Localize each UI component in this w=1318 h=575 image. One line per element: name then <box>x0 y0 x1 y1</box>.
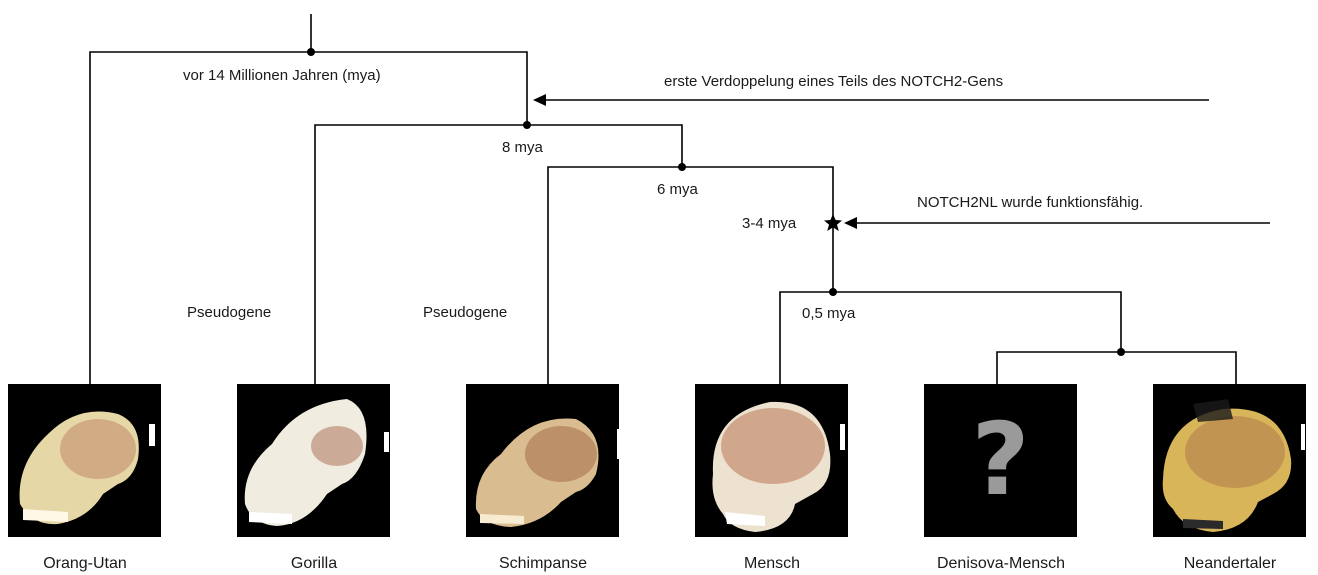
species-name-denisova: Denisova-Mensch <box>901 555 1101 573</box>
node-05mya <box>829 288 837 296</box>
species-name-gorilla: Gorilla <box>214 555 414 573</box>
time-label-6mya: 6 mya <box>657 181 698 199</box>
denisova-panel: ? <box>924 384 1077 537</box>
human-skull-icon <box>695 384 848 537</box>
functional-arrowhead <box>844 217 857 229</box>
node-archaic <box>1117 348 1125 356</box>
species-name-neanderthal: Neandertaler <box>1130 555 1318 573</box>
time-label-3-4mya: 3-4 mya <box>742 215 796 233</box>
chimpanzee-skull-icon <box>466 384 619 537</box>
time-label-root: vor 14 Millionen Jahren (mya) <box>183 67 381 85</box>
archaic-branch <box>997 352 1236 384</box>
orangutan-skull-icon <box>8 384 161 537</box>
chimpanzee-panel <box>466 384 619 537</box>
species-name-human: Mensch <box>672 555 872 573</box>
gorilla-panel <box>237 384 390 537</box>
time-label-8mya: 8 mya <box>502 139 543 157</box>
orangutan-panel <box>8 384 161 537</box>
root-branch <box>90 52 527 384</box>
gorilla-skull-icon <box>237 384 390 537</box>
node-6mya <box>678 163 686 171</box>
neanderthal-skull-icon <box>1153 384 1306 537</box>
neanderthal-panel <box>1153 384 1306 537</box>
annotation-duplication: erste Verdoppelung eines Teils des NOTCH… <box>664 73 1003 91</box>
duplication-arrowhead <box>533 94 546 106</box>
node-root <box>307 48 315 56</box>
species-name-orangutan: Orang-Utan <box>0 555 185 573</box>
node-8mya <box>523 121 531 129</box>
time-label-05mya: 0,5 mya <box>802 305 855 323</box>
human-panel <box>695 384 848 537</box>
chimp-branch <box>548 167 833 384</box>
pseudogene-label-gorilla: Pseudogene <box>187 304 271 322</box>
gorilla-branch <box>315 125 682 384</box>
annotation-functional: NOTCH2NL wurde funktionsfähig. <box>917 194 1143 212</box>
question-mark-icon: ? <box>924 390 1077 530</box>
species-name-chimpanzee: Schimpanse <box>443 555 643 573</box>
pseudogene-label-chimp: Pseudogene <box>423 304 507 322</box>
